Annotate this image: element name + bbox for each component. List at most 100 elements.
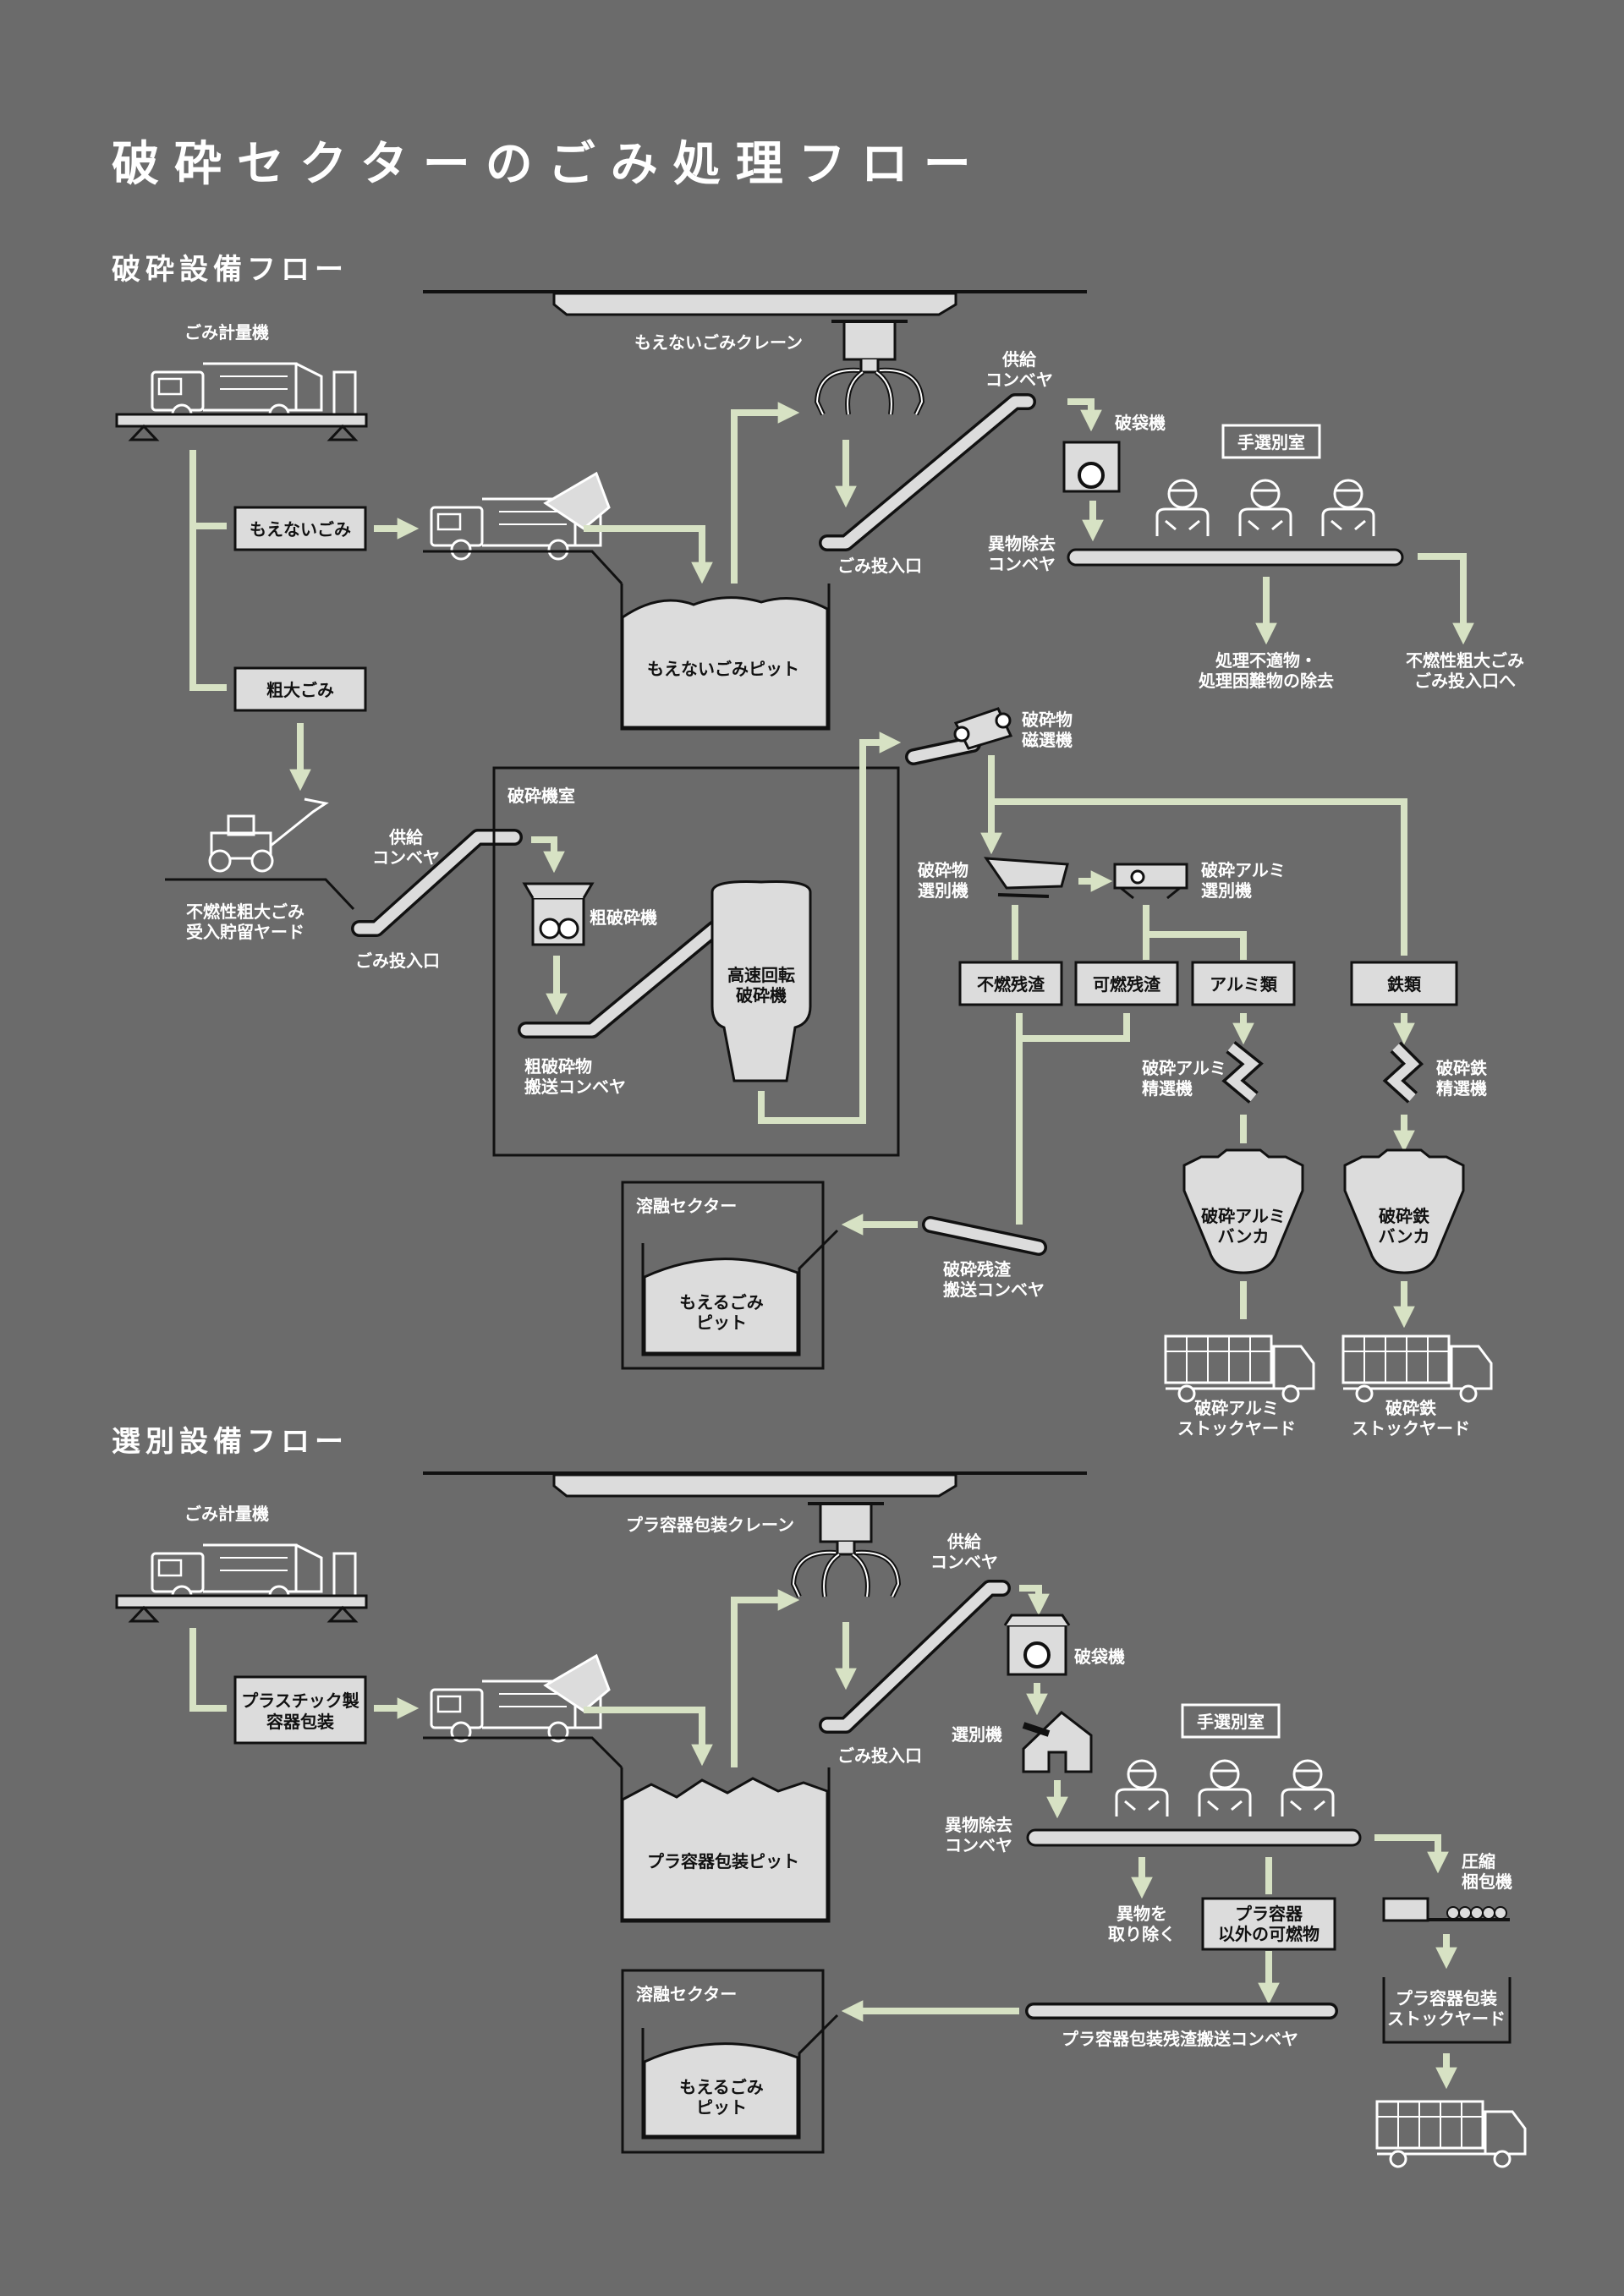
svg-text:粗破砕物: 粗破砕物 (524, 1056, 592, 1077)
svg-text:供給: 供給 (946, 1532, 982, 1552)
svg-text:バンカ: バンカ (1218, 1226, 1270, 1247)
svg-text:プラ容器包装クレーン: プラ容器包装クレーン (626, 1515, 794, 1535)
svg-text:不燃性粗大ごみ: 不燃性粗大ごみ (1406, 650, 1524, 671)
svg-text:精選機: 精選機 (1436, 1078, 1487, 1099)
svg-text:容器包装: 容器包装 (266, 1712, 334, 1732)
flow-truck-to-pit (584, 525, 713, 584)
svg-text:コンベヤ: コンベヤ (988, 554, 1056, 574)
svg-text:バンカ: バンカ (1379, 1226, 1430, 1247)
svg-text:ごみ投入口: ごみ投入口 (837, 556, 922, 576)
svg-text:不燃残渣: 不燃残渣 (977, 974, 1045, 995)
magnetic-separator: 破砕物 磁選機 (905, 707, 1073, 765)
svg-text:破砕機: 破砕機 (736, 985, 787, 1006)
svg-text:以外の可燃物: 以外の可燃物 (1218, 1924, 1320, 1944)
flow-belt-bulky (1418, 553, 1474, 645)
crusher-room: 破砕機室 (492, 766, 900, 1157)
svg-text:プラ容器包装残渣搬送コンベヤ: プラ容器包装残渣搬送コンベヤ (1062, 2029, 1298, 2049)
tag-comb-residue: 可燃残渣 (1074, 961, 1179, 1006)
svg-text:溶融セクター: 溶融セクター (636, 1196, 737, 1216)
tag-aluminum: アルミ類 (1191, 961, 1296, 1006)
svg-text:ごみ投入口へ: ごみ投入口へ (1414, 671, 1516, 691)
svg-text:ストックヤード: ストックヤード (1387, 2008, 1506, 2029)
svg-text:ピット: ピット (696, 2097, 747, 2118)
svg-text:もえないごみクレーン: もえないごみクレーン (634, 332, 803, 353)
svg-text:供給: 供給 (1001, 349, 1037, 370)
svg-text:異物除去: 異物除去 (945, 1815, 1012, 1835)
crane-1: もえないごみクレーン (423, 290, 1087, 414)
flow-to-bag-breaker (1067, 398, 1102, 432)
sorter-2: 選別機 (952, 1711, 1093, 1773)
svg-text:処理不適物・: 処理不適物・ (1215, 650, 1317, 671)
svg-text:破砕アルミ: 破砕アルミ (1201, 860, 1286, 880)
svg-text:ごみ投入口: ごみ投入口 (355, 951, 440, 971)
svg-text:もえないごみ: もえないごみ (250, 519, 351, 540)
crushing-heading: 破砕設備フロー (112, 253, 348, 287)
svg-text:不燃性粗大ごみ: 不燃性粗大ごみ (186, 901, 304, 922)
hand-sort-room-2: 手選別室 (1115, 1703, 1335, 1818)
box-bulky: 粗大ごみ (233, 666, 367, 712)
svg-text:破砕アルミ: 破砕アルミ (1194, 1398, 1279, 1418)
svg-text:破袋機: 破袋機 (1074, 1647, 1125, 1667)
bag-breaker-1: 破袋機 (1062, 413, 1166, 493)
coarse-crusher: 粗破砕機 (522, 882, 657, 946)
alu-sorter: 破砕アルミ 選別機 (1113, 860, 1286, 901)
svg-text:破砕鉄: 破砕鉄 (1379, 1206, 1429, 1226)
iron-truck-icon (1341, 1334, 1493, 1403)
svg-text:もえるごみ: もえるごみ (679, 2077, 763, 2097)
svg-text:取り除く: 取り除く (1108, 1924, 1176, 1944)
svg-text:コンベヤ: コンベヤ (945, 1835, 1012, 1855)
baler: 圧縮 梱包機 (1382, 1851, 1512, 1922)
svg-text:プラ容器: プラ容器 (1235, 1904, 1303, 1924)
svg-text:破袋機: 破袋機 (1115, 413, 1166, 433)
svg-text:破砕物: 破砕物 (918, 860, 968, 880)
box-noncombustible: もえないごみ (233, 506, 367, 551)
crane-2: プラ容器包装クレーン (423, 1471, 1087, 1597)
box-plastic: プラスチック製 容器包装 (233, 1675, 367, 1745)
svg-text:コンベヤ: コンベヤ (930, 1552, 998, 1572)
svg-text:破砕アルミ: 破砕アルミ (1201, 1206, 1286, 1226)
flow-crusher-to-magnet (758, 732, 902, 1124)
svg-text:ごみ計量機: ごみ計量機 (184, 1504, 269, 1524)
svg-text:梱包機: 梱包機 (1462, 1871, 1512, 1892)
svg-text:異物除去: 異物除去 (988, 534, 1056, 554)
svg-text:受入貯留ヤード: 受入貯留ヤード (186, 922, 304, 942)
svg-text:高速回転: 高速回転 (727, 965, 795, 985)
svg-text:ストックヤード: ストックヤード (1177, 1418, 1296, 1438)
flow-to-coarse-crusher (531, 836, 565, 874)
svg-text:ストックヤード: ストックヤード (1352, 1418, 1470, 1438)
svg-text:手選別室: 手選別室 (1237, 432, 1305, 452)
svg-text:搬送コンベヤ: 搬送コンベヤ (524, 1077, 626, 1097)
iron-bunker: 破砕鉄 バンカ (1343, 1148, 1465, 1274)
melting-sector-2: 溶融セクター もえるごみ ピット (621, 1969, 839, 2154)
svg-text:磁選機: 磁選機 (1022, 730, 1073, 750)
svg-text:粗破砕機: 粗破砕機 (590, 907, 657, 928)
svg-text:プラ容器包装ピット: プラ容器包装ピット (647, 1851, 799, 1871)
svg-text:圧縮: 圧縮 (1462, 1851, 1495, 1871)
hand-sort-room-1: 手選別室 (1155, 424, 1375, 538)
svg-text:アルミ類: アルミ類 (1210, 974, 1278, 995)
flow-scale-branch (189, 450, 227, 691)
svg-text:もえないごみピット: もえないごみピット (647, 659, 799, 679)
svg-text:プラスチック製: プラスチック製 (241, 1690, 359, 1711)
sorting-heading: 選別設備フロー (112, 1425, 348, 1459)
flow-residue-merge (1016, 1013, 1130, 1225)
wheel-loader (208, 797, 329, 873)
plastic-stock-yard: プラ容器包装 ストックヤード (1382, 1977, 1512, 2044)
svg-text:ごみ投入口: ごみ投入口 (837, 1745, 922, 1766)
svg-text:可燃残渣: 可燃残渣 (1093, 974, 1161, 995)
svg-text:鉄類: 鉄類 (1387, 974, 1422, 995)
svg-text:選別機: 選別機 (952, 1724, 1002, 1745)
svg-text:破砕鉄: 破砕鉄 (1385, 1398, 1436, 1418)
truck-scale-1: ごみ計量機 (115, 322, 368, 441)
noncomb-pit: もえないごみピット (620, 584, 831, 731)
plastic-pit: プラ容器包装ピット (620, 1767, 831, 1923)
svg-text:コンベヤ: コンベヤ (985, 370, 1053, 390)
plastic-truck-icon (1375, 2100, 1527, 2168)
foreign-conveyor-1 (1067, 548, 1404, 567)
foreign-conveyor-2 (1026, 1828, 1362, 1847)
melting-sector-1: 溶融セクター もえるごみ ピット (621, 1181, 839, 1370)
svg-text:溶融セクター: 溶融セクター (636, 1984, 737, 2004)
page-title: 破砕セクターのごみ処理フロー (112, 137, 986, 192)
alu-truck-icon (1164, 1334, 1315, 1403)
dump-truck-1 (423, 471, 623, 585)
